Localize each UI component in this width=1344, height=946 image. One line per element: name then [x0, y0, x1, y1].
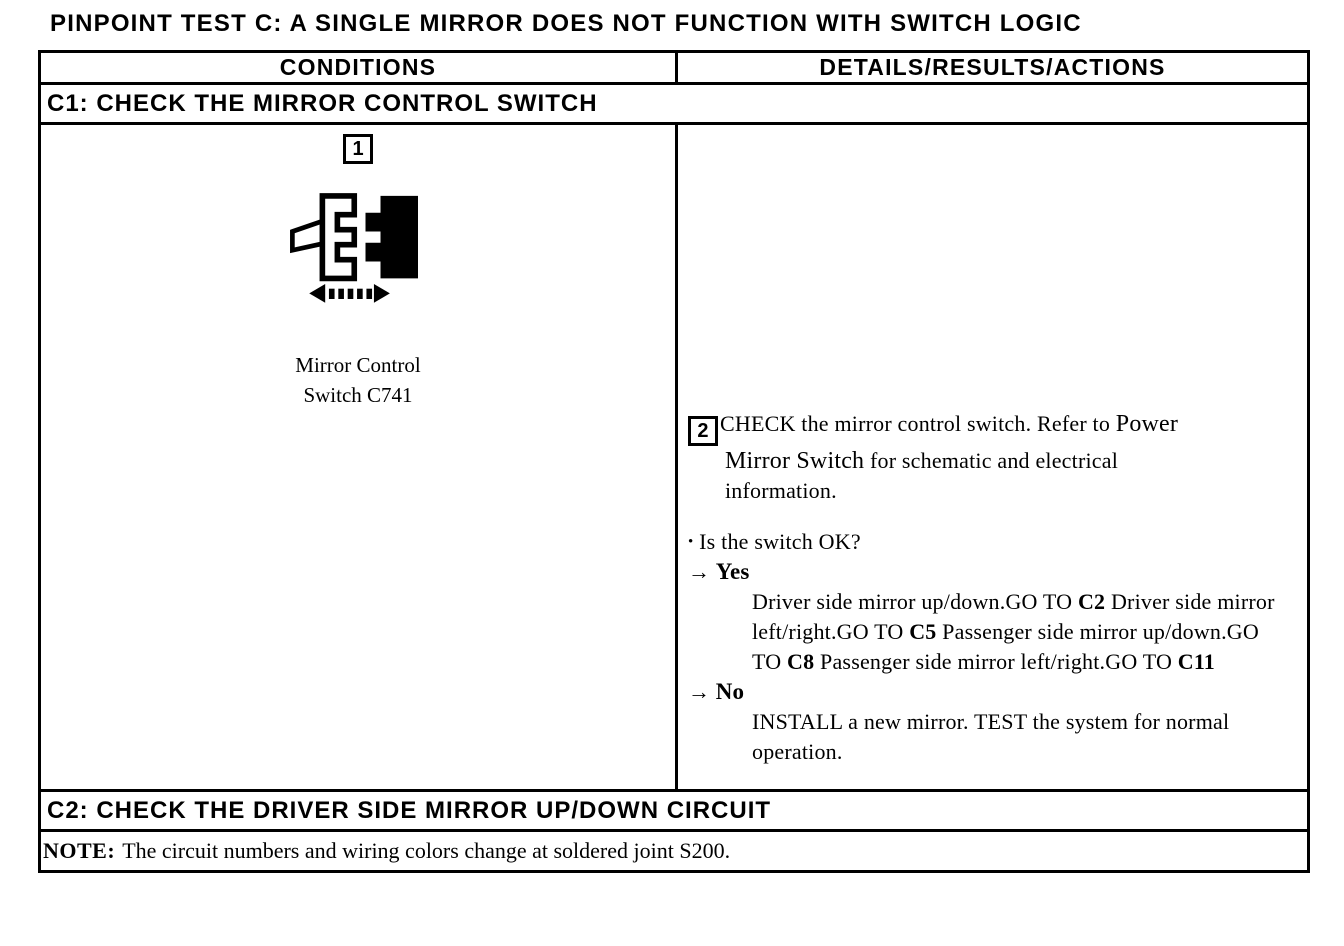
yes-action-text-2: Driver side mirror left/right.GO TO [752, 589, 1275, 644]
mating-direction-arrow-icon [309, 284, 390, 303]
no-action-text: INSTALL a new mirror. TEST the system fo… [752, 709, 1230, 764]
step-2-text-after-ref: for schematic and electrical information… [725, 448, 1119, 503]
section-header-c2-label: C2: CHECK THE DRIVER SIDE MIRROR UP/DOWN… [47, 796, 772, 824]
arrow-right-icon: → [688, 679, 710, 704]
note-text: The circuit numbers and wiring colors ch… [122, 838, 731, 863]
section-header-c1-label: C1: CHECK THE MIRROR CONTROL SWITCH [47, 89, 598, 117]
column-header-details: DETAILS/RESULTS/ACTIONS [819, 54, 1166, 80]
page-title: PINPOINT TEST C: A SINGLE MIRROR DOES NO… [50, 10, 1082, 37]
step-1-number: 1 [352, 138, 364, 160]
conditions-cell: 1 [41, 125, 678, 789]
document-page: PINPOINT TEST C: A SINGLE MIRROR DOES NO… [0, 10, 1344, 873]
no-label: No [715, 679, 745, 704]
decision-question: • Is the switch OK? [688, 527, 1297, 557]
c1-content-row: 1 [41, 125, 1307, 792]
arrow-right-icon: → [688, 559, 710, 584]
step-1-box: 1 [343, 134, 373, 164]
connector-caption: Mirror Control Switch C741 [41, 350, 675, 410]
goto-c5: C5 [909, 619, 937, 644]
yes-label: Yes [715, 559, 750, 584]
step-2-number: 2 [697, 420, 709, 442]
step-2-instruction: 2 CHECK the mirror control switch. Refer … [688, 409, 1233, 506]
no-branch-label: → No [688, 677, 1297, 707]
yes-branch-actions: Driver side mirror up/down.GO TO C2 Driv… [688, 587, 1288, 677]
goto-c8: C8 [787, 649, 815, 674]
note-label: NOTE: [43, 838, 116, 863]
section-header-c1: C1: CHECK THE MIRROR CONTROL SWITCH [41, 85, 1307, 125]
table-header-row: CONDITIONS DETAILS/RESULTS/ACTIONS [41, 53, 1307, 85]
decision-question-text: Is the switch OK? [699, 529, 861, 554]
bullet-icon: • [688, 534, 694, 550]
power-mirror-switch-reference: Power Mirror Switch [725, 411, 1179, 474]
column-header-conditions: CONDITIONS [41, 53, 678, 82]
yes-branch-label: → Yes [688, 557, 1297, 587]
yes-action-text-4: Passenger side mirror left/right.GO TO [814, 649, 1178, 674]
no-branch-actions: INSTALL a new mirror. TEST the system fo… [688, 707, 1288, 767]
details-cell: 2 CHECK the mirror control switch. Refer … [678, 125, 1307, 789]
note-row: NOTE: The circuit numbers and wiring col… [41, 832, 1307, 870]
step-2-text-before-ref: CHECK the mirror control switch. Refer t… [720, 411, 1116, 436]
white-connector-half [319, 193, 358, 282]
goto-c11: C11 [1177, 649, 1216, 674]
mirror-connector-illustration [290, 193, 418, 303]
section-header-c2: C2: CHECK THE DRIVER SIDE MIRROR UP/DOWN… [41, 792, 1307, 832]
connector-lock-tab [290, 217, 325, 254]
yes-action-text-3: Passenger side mirror up/down.GO TO [752, 619, 1259, 674]
yes-action-text-1: Driver side mirror up/down.GO TO [752, 589, 1078, 614]
connector-caption-line1: Mirror Control [295, 353, 421, 377]
pinpoint-test-table: CONDITIONS DETAILS/RESULTS/ACTIONS C1: C… [38, 50, 1310, 873]
black-connector-half [365, 195, 418, 279]
goto-c2: C2 [1077, 589, 1106, 614]
connector-caption-line2: Switch C741 [303, 383, 413, 407]
step-2-box: 2 [688, 416, 718, 446]
